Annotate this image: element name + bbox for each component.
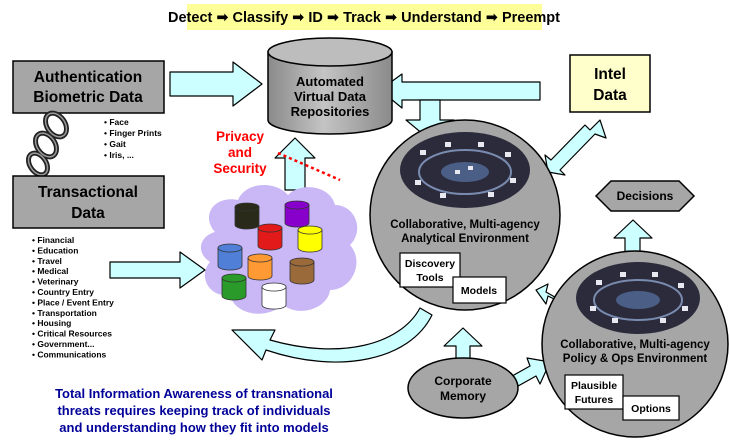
arrow-memory-to-analytical [443,327,483,363]
corporate-memory-label-1: Corporate [434,374,492,388]
authentication-label-1: Authentication [34,69,143,86]
analytical-label-1: Collaborative, Multi-agency [390,219,540,231]
policy-label-1: Collaborative, Multi-agency [560,339,710,351]
privacy-label-2: and [228,145,252,160]
privacy-label-3: Security [213,161,267,176]
banner-text: Detect ➡ Classify ➡ ID ➡ Track ➡ Underst… [168,10,560,26]
transactional-item: • Travel [32,256,62,266]
corporate-memory-ellipse [407,357,519,419]
plausible-futures-label-2: Futures [575,394,614,406]
intel-box [569,54,651,113]
arrow-analytical-to-cloud [231,307,433,363]
data-cylinder [247,253,273,281]
intel-label-2: Data [593,87,627,104]
transactional-item: • Critical Resources [32,329,112,339]
decisions-label: Decisions [617,189,674,203]
decisions-hexagon [594,180,696,212]
models-label: Models [461,285,497,297]
transactional-box [12,175,165,229]
policy-workstations-image [576,262,700,334]
transactional-item: • Place / Event Entry [32,297,114,307]
data-cylinder [289,257,315,285]
arrow-policy-to-decisions [613,219,653,256]
authentication-label-2: Biometric Data [33,89,143,106]
transactional-item: • Housing [32,318,71,328]
banner-bg [187,4,542,30]
transactional-item: • Country Entry [32,287,94,297]
discovery-tools-label-2: Tools [416,272,443,284]
corporate-memory-label-2: Memory [440,389,486,403]
caption-line-3: and understanding how they fit into mode… [59,420,328,435]
options-label: Options [631,403,671,415]
analytical-workstations-image [400,132,530,208]
transactional-item: • Veterinary [32,277,79,287]
repository-label-2: Virtual Data [294,89,367,104]
chain-link-highlight [27,112,68,176]
data-cylinder [221,273,247,301]
biometric-list: • Face• Finger Prints• Gait• Iris, ... [104,117,162,160]
arrow-trans-to-cloud [109,251,206,289]
transactional-list: • Financial• Education• Travel• Medical•… [32,235,114,359]
data-cylinder [284,200,310,228]
transactional-label-2: Data [71,205,105,222]
privacy-dotted-line [277,151,341,182]
transactional-item: • Government... [32,339,95,349]
biometric-item: • Finger Prints [104,128,162,138]
privacy-label-1: Privacy [216,129,265,144]
caption-line-2: threats requires keeping track of indivi… [57,403,330,418]
plausible-futures-box [564,374,624,410]
models-box [452,276,507,304]
data-cylinders [217,200,323,310]
biometric-item: • Face [104,117,129,127]
analytical-label-2: Analytical Environment [401,233,529,245]
arrow-intel-to-repo [379,73,541,109]
plausible-futures-label-1: Plausible [571,380,617,392]
discovery-tools-label-1: Discovery [405,258,455,270]
data-cylinder [261,282,287,310]
caption-line-1: Total Information Awareness of transnati… [55,386,333,401]
intel-label-1: Intel [594,66,626,83]
data-cylinder [234,202,260,230]
repository-label-1: Automated [296,74,364,89]
options-box [622,395,680,421]
policy-label-2: Policy & Ops Environment [563,353,708,365]
transactional-item: • Education [32,245,78,255]
transactional-item: • Medical [32,266,69,276]
biometric-item: • Iris, ... [104,150,134,160]
data-cylinder [217,243,243,271]
arrow-cloud-to-repo [274,137,316,191]
repository-label-3: Repositories [291,104,370,119]
data-cylinder [297,225,323,253]
biometric-item: • Gait [104,139,126,149]
authentication-box [12,60,165,114]
discovery-tools-box [399,252,461,288]
transactional-label-1: Transactional [38,184,138,201]
transactional-item: • Transportation [32,308,97,318]
transactional-item: • Communications [32,349,107,359]
data-cylinder [257,223,283,251]
repository-cylinder [267,37,393,135]
transactional-item: • Financial [32,235,74,245]
arrow-auth-to-repo [169,61,263,107]
arrow-intel-analytical [544,119,607,176]
